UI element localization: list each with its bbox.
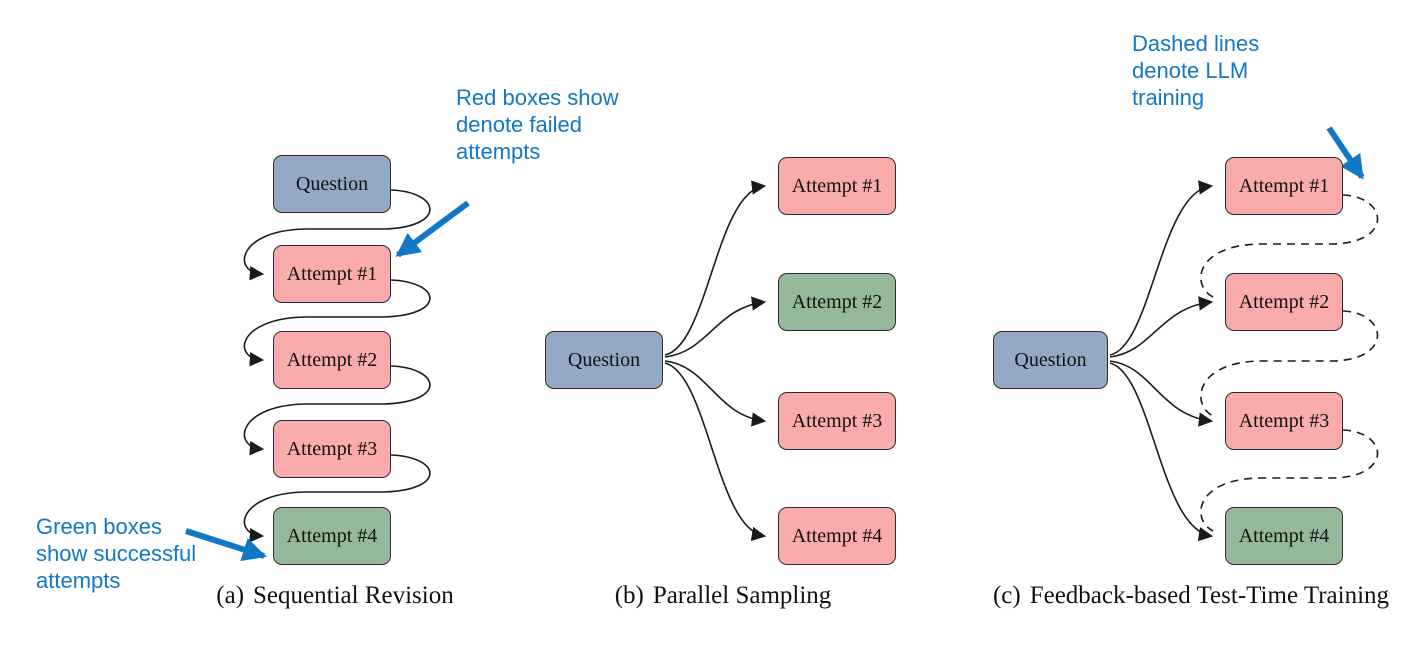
panel-c-attempt2-box: Attempt #2 (1225, 273, 1343, 331)
panel-c-caption: (c) Feedback-based Test-Time Training (952, 582, 1426, 610)
curve-c-question-to-attempt1 (1109, 180, 1214, 356)
node-label: Attempt #3 (286, 437, 378, 460)
green-note-text: Green boxes show successful attempts (36, 514, 197, 593)
dashed-note-arrow-icon (1326, 126, 1365, 180)
curve-b-question-to-attempt3 (664, 360, 767, 427)
node-label: Attempt #1 (1238, 174, 1330, 197)
caption-prefix: (a) (216, 582, 245, 609)
node-label: Attempt #3 (791, 409, 883, 432)
panel-c-question-box: Question (993, 331, 1108, 389)
panel-c-attempt4-box: Attempt #4 (1225, 507, 1343, 565)
panel-b-attempt2-box: Attempt #2 (778, 273, 896, 331)
dashed-curve-c-attempt1-to-attempt2 (1200, 194, 1379, 298)
caption-title: Sequential Revision (253, 582, 454, 609)
panel-c-attempt3-box: Attempt #3 (1225, 392, 1343, 450)
node-label: Attempt #4 (791, 524, 883, 547)
node-label: Attempt #2 (286, 348, 378, 371)
panel-a-question-box: Question (273, 155, 391, 213)
curve-b-question-to-attempt1 (664, 180, 767, 356)
dashed-curve-c-attempt3-to-attempt4 (1200, 429, 1379, 532)
curve-c-question-to-attempt4 (1109, 362, 1214, 542)
dashed-note-text: Dashed lines denote LLM training (1132, 31, 1260, 110)
panel-b-attempt4-box: Attempt #4 (778, 507, 896, 565)
caption-title: Feedback-based Test-Time Training (1029, 582, 1390, 609)
caption-prefix: (b) (614, 582, 644, 609)
curve-a-attempt1-to-attempt2 (243, 279, 431, 367)
panel-a-attempt1-box: Attempt #1 (273, 245, 391, 303)
panel-b-attempt1-box: Attempt #1 (778, 157, 896, 215)
red-note-arrow-icon (395, 200, 470, 258)
panel-b-caption: (b) Parallel Sampling (588, 582, 858, 610)
red-note-text: Red boxes show denote failed attempts (456, 85, 619, 164)
panel-c-attempt1-box: Attempt #1 (1225, 157, 1343, 215)
curve-a-question-to-attempt1 (243, 189, 431, 281)
curve-a-attempt3-to-attempt4 (243, 454, 431, 543)
node-label: Attempt #3 (1238, 409, 1330, 432)
node-label: Question (567, 348, 641, 371)
node-label: Attempt #2 (1238, 290, 1330, 313)
node-label: Attempt #1 (286, 262, 378, 285)
curve-c-question-to-attempt2 (1109, 296, 1214, 358)
caption-title: Parallel Sampling (652, 582, 832, 609)
curve-c-question-to-attempt3 (1109, 360, 1214, 427)
dashed-curve-c-attempt2-to-attempt3 (1200, 310, 1379, 417)
panel-a-caption: (a) Sequential Revision (190, 582, 480, 610)
panel-b-attempt3-box: Attempt #3 (778, 392, 896, 450)
node-label: Attempt #4 (286, 524, 378, 547)
curve-b-question-to-attempt4 (664, 362, 767, 542)
node-label: Attempt #4 (1238, 524, 1330, 547)
curve-b-question-to-attempt2 (664, 296, 767, 358)
node-label: Question (1014, 348, 1087, 371)
caption-prefix: (c) (992, 582, 1021, 609)
curve-a-attempt2-to-attempt3 (243, 365, 431, 456)
node-label: Attempt #2 (791, 290, 883, 313)
green-note-arrow-icon (185, 528, 267, 562)
panel-a-attempt4-box: Attempt #4 (273, 507, 391, 565)
panel-a-attempt2-box: Attempt #2 (273, 331, 391, 389)
panel-b-question-box: Question (545, 331, 663, 389)
node-label: Question (295, 172, 369, 195)
node-label: Attempt #1 (791, 174, 883, 197)
panel-a-attempt3-box: Attempt #3 (273, 420, 391, 478)
